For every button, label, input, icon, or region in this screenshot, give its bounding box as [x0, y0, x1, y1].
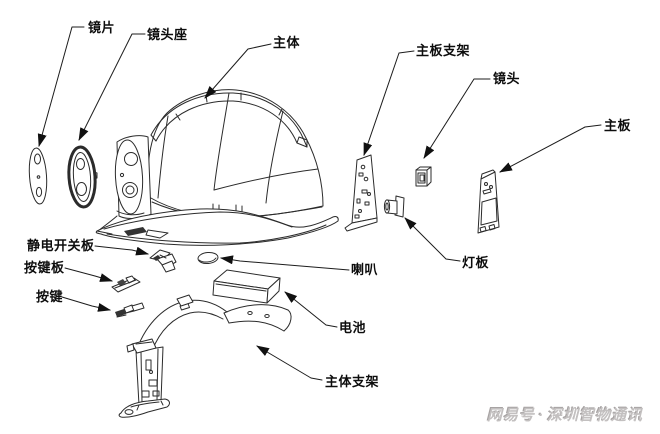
watermark-company: 深圳智物通讯: [547, 407, 644, 424]
label-buttons: 按键: [36, 289, 64, 304]
leader-camera: [423, 78, 491, 159]
part-camera: [415, 166, 432, 187]
leader-lens-mount: [78, 33, 146, 141]
part-battery: [212, 269, 281, 304]
watermark: 网易号·深圳智物通讯: [487, 404, 643, 425]
label-mainboard: 主板: [604, 118, 632, 133]
part-static-switch-board: [149, 249, 177, 273]
leader-button-board: [64, 267, 113, 282]
leader-lens: [37, 26, 85, 147]
leader-mainboard: [499, 124, 602, 173]
part-main-body: [95, 89, 339, 246]
part-lens-mount: [67, 145, 98, 209]
label-battery: 电池: [339, 320, 367, 335]
part-speaker: [197, 251, 219, 265]
label-camera: 镜头: [493, 71, 521, 86]
watermark-prefix: 网易号: [487, 407, 536, 424]
part-button-board: [111, 275, 141, 293]
leader-main-body: [204, 43, 272, 99]
watermark-separator: ·: [538, 407, 545, 424]
leader-mainboard-bracket: [363, 50, 415, 156]
leader-buttons: [61, 296, 111, 312]
label-lens-mount: 镜头座: [147, 27, 188, 42]
part-buttons: [115, 302, 145, 318]
label-button-board: 按键板: [24, 260, 65, 275]
label-mainboard-bracket: 主板支架: [416, 43, 471, 58]
part-main-body-bracket: [118, 294, 292, 418]
part-lens: [28, 147, 48, 205]
leader-speaker: [220, 255, 350, 271]
label-speaker: 喇叭: [351, 262, 379, 277]
part-mainboard-bracket: [344, 154, 378, 232]
label-light-board: 灯板: [462, 255, 490, 270]
label-main-body-bracket: 主体支架: [325, 374, 380, 389]
leader-static-switch: [94, 245, 149, 256]
part-mainboard: [477, 169, 500, 234]
label-static-switch-board: 静电开关板: [27, 238, 95, 253]
part-light-board: [383, 195, 405, 218]
leader-light-board: [404, 217, 461, 262]
label-lens: 镜片: [88, 20, 116, 35]
leader-battery: [284, 291, 338, 328]
leader-main-body-bracket: [256, 345, 323, 381]
label-main-body: 主体: [273, 35, 301, 50]
